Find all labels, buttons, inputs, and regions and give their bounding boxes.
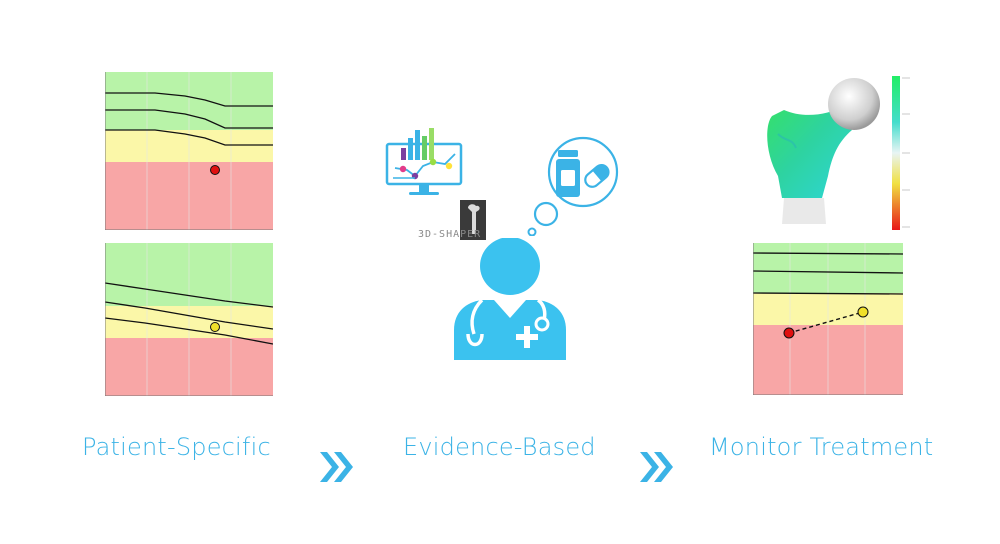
percentile-line: [105, 301, 273, 330]
risk-chart-bottom: [105, 243, 273, 396]
percentile-line: [753, 292, 903, 295]
step-label-patient-specific: Patient-Specific: [82, 433, 271, 461]
monitor-chart-icon: [385, 128, 463, 195]
risk-chart-top: [105, 72, 273, 230]
patient-marker: [210, 165, 220, 175]
chevron-right-icon: [640, 452, 673, 482]
percentile-line: [753, 270, 903, 274]
percentile-line: [753, 252, 903, 255]
femur-model-icon: [767, 78, 880, 224]
percentile-line: [105, 317, 273, 345]
percentile-line: [105, 92, 273, 107]
chevron-right-icon: [320, 452, 353, 482]
percentile-line: [105, 282, 273, 308]
treatment-chart: [753, 243, 903, 395]
doctor-icon: [454, 238, 566, 360]
trend-line: [788, 311, 864, 334]
baseline-marker: [783, 327, 795, 339]
femur-logo-icon: [460, 200, 486, 240]
thought-bubble-icon: [527, 136, 619, 236]
percentile-line: [105, 129, 273, 146]
percentile-line: [105, 109, 273, 129]
step-label-evidence-based: Evidence-Based: [403, 433, 596, 461]
step-label-monitor-treatment: Monitor Treatment: [709, 433, 934, 461]
patient-marker: [210, 322, 220, 332]
color-scale-icon: [892, 76, 910, 230]
followup-marker: [857, 306, 869, 318]
brand-label: 3D-SHAPER: [418, 229, 482, 240]
